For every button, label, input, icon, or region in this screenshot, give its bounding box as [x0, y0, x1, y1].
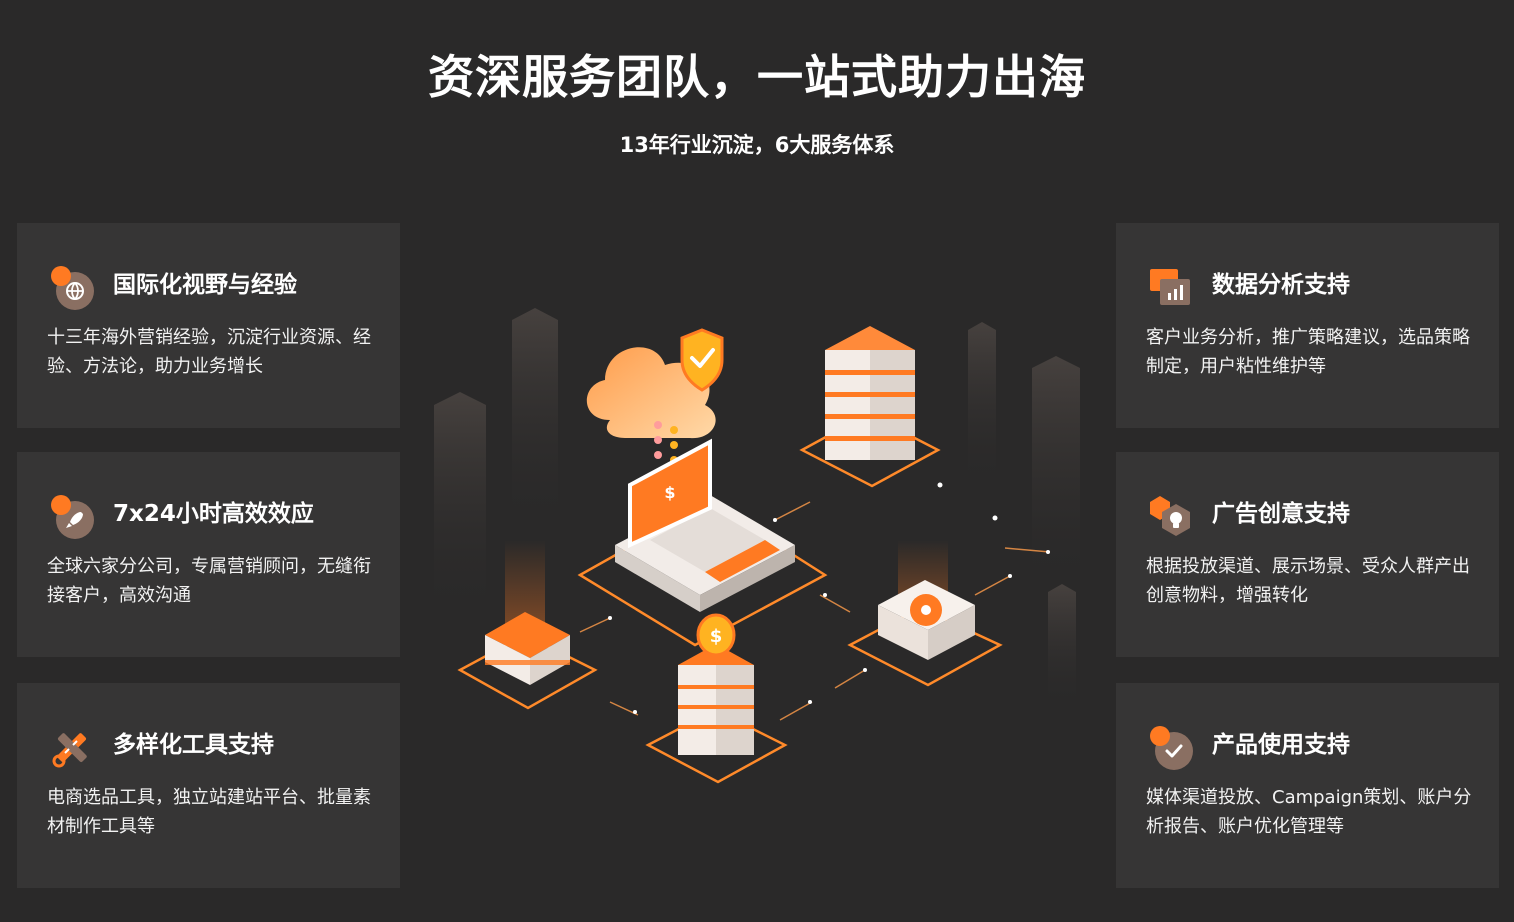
card-title: 7x24小时高效效应 — [113, 501, 314, 527]
card-description: 全球六家分公司，专属营销顾问，无缝衔接客户，高效沟通 — [47, 556, 371, 606]
laptop-dollar-symbol: $ — [664, 483, 675, 502]
tools-icon — [52, 733, 87, 768]
card-diverse-tools: 多样化工具支持 电商选品工具，独立站建站平台、批量素材制作工具等 — [17, 683, 400, 888]
card-description: 根据投放渠道、展示场景、受众人群产出创意物料，增强转化 — [1146, 556, 1470, 606]
bar-chart-icon — [1150, 269, 1190, 305]
left-server-icon — [485, 540, 570, 685]
card-title: 数据分析支持 — [1212, 272, 1350, 298]
card-international-experience: 国际化视野与经验 十三年海外营销经验，沉淀行业资源、经验、方法论，助力业务增长 — [17, 223, 400, 428]
lightbulb-icon — [1150, 496, 1190, 536]
card-data-analysis: 数据分析支持 客户业务分析，推广策略建议，选品策略制定，用户粘性维护等 — [1116, 223, 1499, 428]
card-title: 广告创意支持 — [1212, 501, 1350, 527]
card-description: 电商选品工具，独立站建站平台、批量素材制作工具等 — [47, 787, 371, 837]
sparkle-dots — [608, 482, 1050, 714]
server-tower-icon — [825, 326, 915, 460]
card-title: 多样化工具支持 — [113, 732, 274, 758]
card-product-support: 产品使用支持 媒体渠道投放、Campaign策划、账户分析报告、账户优化管理等 — [1116, 683, 1499, 888]
card-ad-creative: 广告创意支持 根据投放渠道、展示场景、受众人群产出创意物料，增强转化 — [1116, 452, 1499, 657]
card-description: 媒体渠道投放、Campaign策划、账户分析报告、账户优化管理等 — [1146, 787, 1472, 837]
page-subtitle: 13年行业沉淀，6大服务体系 — [619, 133, 895, 157]
isometric-network-illustration: $ — [434, 308, 1080, 784]
fan-box-icon — [878, 540, 975, 660]
card-24-7-service: 7x24小时高效效应 全球六家分公司，专属营销顾问，无缝衔接客户，高效沟通 — [17, 452, 400, 657]
rocket-icon — [51, 495, 94, 539]
check-icon — [1150, 726, 1193, 770]
page-title: 资深服务团队，一站式助力出海 — [428, 50, 1086, 104]
card-description: 十三年海外营销经验，沉淀行业资源、经验、方法论，助力业务增长 — [47, 327, 371, 377]
cloud-shield-icon — [586, 328, 724, 464]
coin-dollar-symbol: $ — [710, 626, 723, 647]
card-title: 产品使用支持 — [1212, 732, 1350, 758]
globe-icon — [51, 266, 94, 310]
card-description: 客户业务分析，推广策略建议，选品策略制定，用户粘性维护等 — [1146, 327, 1470, 377]
card-title: 国际化视野与经验 — [113, 272, 297, 298]
center-server-stack-icon: $ — [678, 613, 754, 755]
background-pillars — [434, 308, 1080, 710]
laptop-icon: $ — [615, 438, 795, 612]
